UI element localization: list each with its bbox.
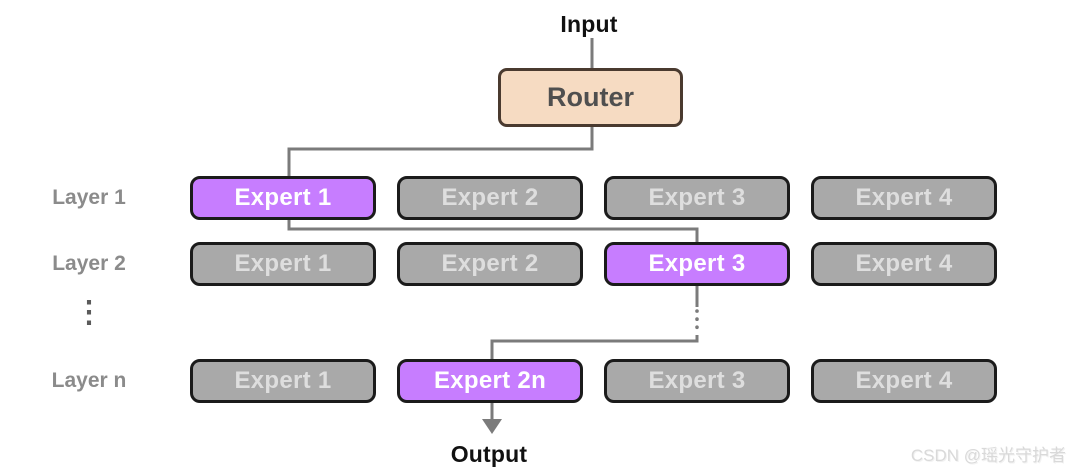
layer1-expert-2: Expert 2 bbox=[397, 176, 583, 220]
layer1-expert-4: Expert 4 bbox=[811, 176, 997, 220]
arrowhead-output-icon bbox=[482, 419, 502, 434]
watermark: CSDN @瑶光守护者 bbox=[910, 446, 1066, 465]
layer2-expert-3-selected: Expert 3 bbox=[604, 242, 790, 286]
layer-1-label: Layer 1 bbox=[52, 186, 126, 209]
connector-expert1-to-expert3 bbox=[287, 219, 699, 244]
layer-n-label: Layer n bbox=[51, 369, 127, 392]
layer2-expert-4: Expert 4 bbox=[811, 242, 997, 286]
layern-expert-3: Expert 3 bbox=[604, 359, 790, 403]
layer2-expert-2: Expert 2 bbox=[397, 242, 583, 286]
input-label: Input bbox=[560, 11, 618, 37]
layers-ellipsis: ⋮ bbox=[74, 296, 104, 329]
layern-expert-4: Expert 4 bbox=[811, 359, 997, 403]
layer1-expert-1-selected: Expert 1 bbox=[190, 176, 376, 220]
layer-2-label: Layer 2 bbox=[52, 252, 126, 275]
layern-expert-2n-selected: Expert 2n bbox=[397, 359, 583, 403]
layern-expert-1: Expert 1 bbox=[190, 359, 376, 403]
layer1-expert-3: Expert 3 bbox=[604, 176, 790, 220]
output-label: Output bbox=[450, 441, 528, 467]
layer2-expert-1: Expert 1 bbox=[190, 242, 376, 286]
router-box: Router bbox=[498, 68, 683, 127]
connector-router-to-expert1 bbox=[287, 127, 594, 178]
connector-to-expert2n bbox=[490, 335, 699, 361]
